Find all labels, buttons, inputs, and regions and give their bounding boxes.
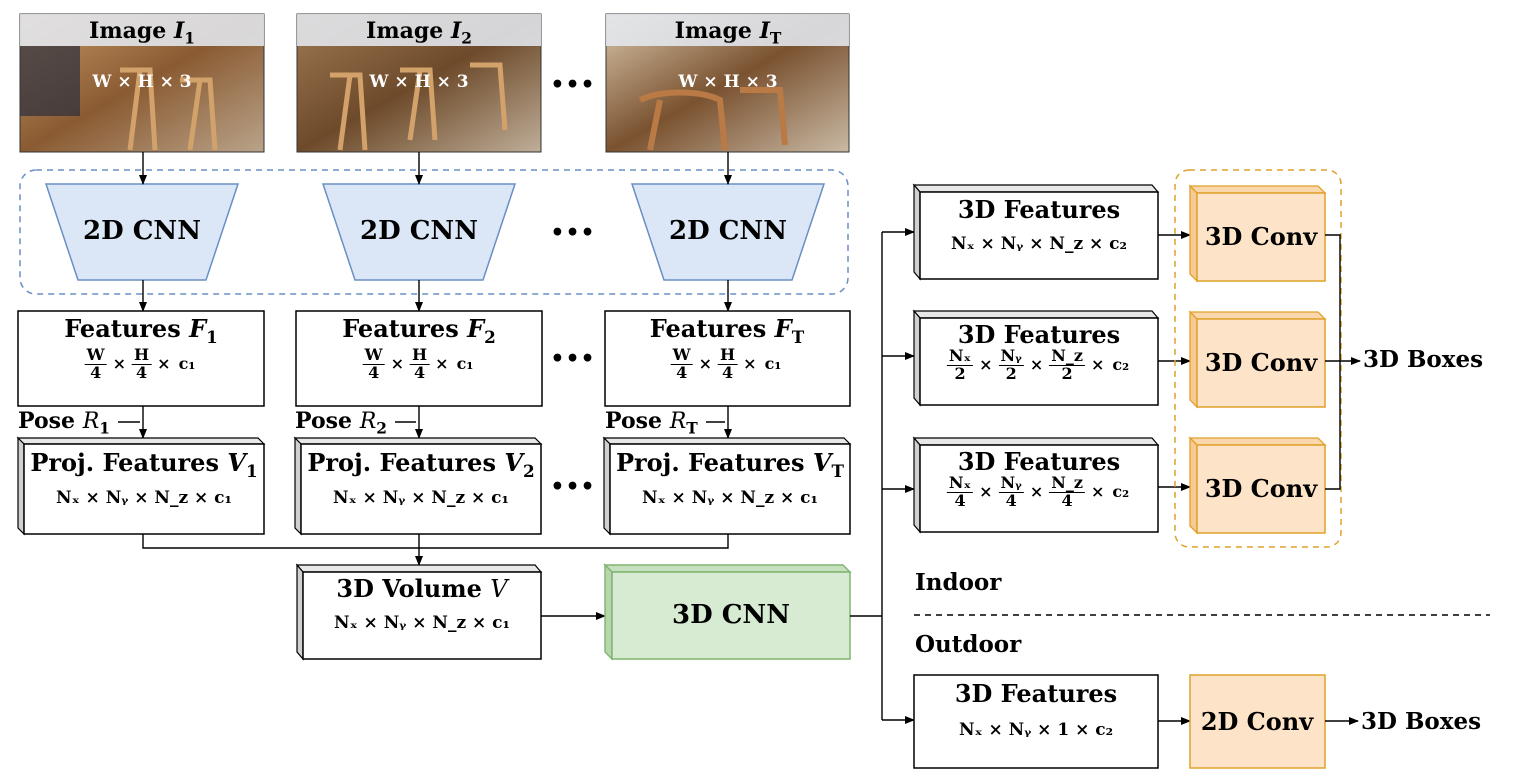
feat3d-box-3 (912, 436, 1160, 534)
feat3d-title-3: 3D Features (957, 447, 1121, 476)
pose-label-2: Pose R2 (295, 408, 387, 438)
features-box-2 (295, 310, 543, 407)
image-size-t: W × H × 3 (678, 72, 778, 92)
volume-title: 3D Volume V (336, 574, 508, 603)
feat-to-conv-arrows (1158, 231, 1191, 491)
output-boxes-indoor: 3D Boxes (1363, 346, 1484, 373)
feat3d-title-1: 3D Features (957, 195, 1121, 224)
conv3d-label-2: 3D Conv (1204, 348, 1318, 377)
conv-merge-lines (1325, 234, 1361, 490)
image-title-2: Image I2 (366, 18, 472, 48)
cnn3d-label: 3D CNN (672, 600, 790, 630)
feat3d-title-2: 3D Features (957, 320, 1121, 349)
ellipsis-features: ••• (550, 346, 596, 372)
ellipsis-images: ••• (550, 72, 596, 98)
branch-lines (850, 228, 915, 724)
image-size-2: W × H × 3 (369, 72, 469, 92)
proj-title-2: Proj. Features V2 (307, 448, 535, 481)
conv3d-box-3 (1188, 436, 1327, 535)
outdoor-feat-size: Nₓ × Nᵧ × 1 × c₂ (958, 720, 1114, 740)
proj-box-1 (16, 436, 266, 536)
conv2d-label: 2D Conv (1200, 707, 1314, 736)
pose-label-t: Pose RT (605, 408, 698, 438)
merge-lines (142, 534, 729, 566)
volume-box (295, 563, 543, 661)
cnn2d-1 (44, 183, 240, 281)
features-title-1: Features F1 (64, 314, 218, 347)
image-2 (296, 13, 542, 153)
ellipsis-proj: ••• (550, 474, 596, 500)
outdoor-label: Outdoor (915, 631, 1022, 658)
proj-title-1: Proj. Features V1 (30, 448, 258, 481)
image-1 (19, 13, 265, 153)
image-title-1: Image I1 (89, 18, 195, 48)
conv3d-box-1 (1188, 184, 1327, 283)
image-title-t: Image IT (674, 18, 782, 48)
conv3d-box-2 (1188, 310, 1327, 409)
features-box-t (604, 310, 851, 407)
cnn2d-label-1: 2D CNN (83, 216, 201, 246)
features-box-1 (17, 310, 265, 407)
cnn3d-box (603, 563, 852, 661)
outdoor-feat-title: 3D Features (954, 679, 1118, 708)
proj-title-t: Proj. Features VT (615, 448, 845, 481)
proj-box-t (602, 436, 852, 536)
indoor-label: Indoor (915, 569, 1002, 596)
volume-size: Nₓ × Nᵧ × N_z × c₁ (334, 613, 510, 633)
feat3d-size-1: Nₓ × Nᵧ × N_z × c₂ (951, 234, 1127, 254)
feat3d-box-2 (912, 309, 1160, 407)
cnn2d-2 (321, 183, 517, 281)
conv3d-label-1: 3D Conv (1204, 222, 1318, 251)
conv2d-box (1189, 674, 1326, 769)
cnn2d-label-t: 2D CNN (669, 216, 787, 246)
image-t (605, 13, 850, 153)
proj-size-2: Nₓ × Nᵧ × N_z × c₁ (333, 488, 509, 508)
ellipsis-cnn2d: ••• (550, 220, 596, 246)
pose-label-1: Pose R1 (18, 408, 110, 438)
image-size-1: W × H × 3 (92, 72, 192, 92)
cnn2d-group-frame (19, 169, 849, 295)
outdoor-feat-box (913, 674, 1159, 769)
cnn2d-label-2: 2D CNN (360, 216, 478, 246)
features-title-2: Features F2 (342, 314, 496, 347)
cnn2d-t (630, 183, 826, 281)
output-boxes-outdoor: 3D Boxes (1361, 708, 1482, 735)
conv3d-label-3: 3D Conv (1204, 474, 1318, 503)
proj-box-2 (293, 436, 543, 536)
proj-size-1: Nₓ × Nᵧ × N_z × c₁ (56, 488, 232, 508)
features-title-t: Features FT (649, 314, 805, 347)
conv3d-group-frame (1174, 169, 1342, 548)
column-arrows (118, 152, 732, 439)
proj-size-t: Nₓ × Nᵧ × N_z × c₁ (642, 488, 818, 508)
